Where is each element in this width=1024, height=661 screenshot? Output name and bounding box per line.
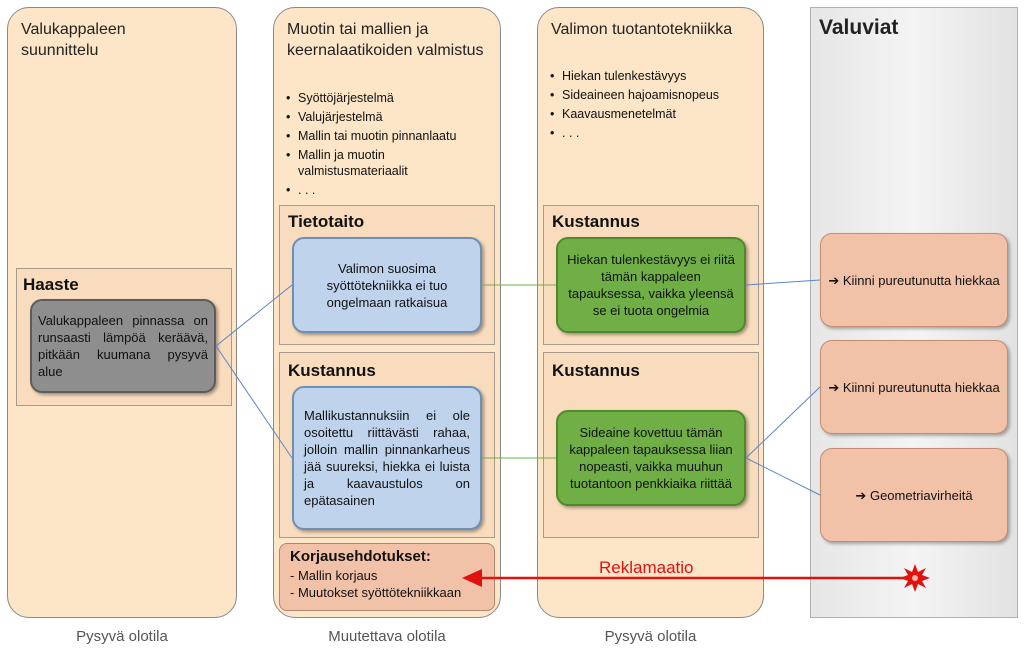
column-pattern-bullets: Syöttöjärjestelmä Valujärjestelmä Mallin… — [286, 90, 496, 201]
footer-foundry: Pysyvä olotila — [604, 628, 697, 645]
challenge-title: Haaste — [23, 275, 79, 294]
bullet-item: . . . — [550, 125, 760, 141]
footer-pattern: Muutettava olotila — [328, 628, 446, 645]
sand-cost-box: Hiekan tulenkestävyys ei riitä tämän kap… — [556, 237, 746, 333]
challenge-box: Valukappaleen pinnassa on runsaasti lämp… — [30, 299, 216, 393]
correction-item: - Muutokset syöttötekniikkaan — [290, 585, 462, 600]
defect-box-geometry: ➔ Geometriavirheitä — [820, 448, 1008, 542]
defect-label: Kiinni pureutunutta hiekkaa — [842, 379, 1000, 395]
arrow-right-icon: ➔ — [828, 272, 840, 288]
binder-cost-title: Kustannus — [552, 361, 640, 380]
defect-box-sand-1: ➔ Kiinni pureutunutta hiekkaa — [820, 233, 1008, 327]
bullet-item: Mallin tai muotin pinnanlaatu — [286, 128, 496, 144]
defect-label: Kiinni pureutunutta hiekkaa — [842, 272, 1000, 288]
column-design-title: Valukappaleen suunnittelu — [21, 21, 126, 59]
arrow-right-icon: ➔ — [855, 487, 867, 503]
binder-cost-box: Sideaine kovettuu tämän kappaleen tapauk… — [556, 410, 746, 506]
bullet-item: Sideaineen hajoamisnopeus — [550, 87, 760, 103]
bullet-item: Syöttöjärjestelmä — [286, 90, 496, 106]
footer-design: Pysyvä olotila — [76, 628, 168, 645]
corrections-box: Korjausehdotukset: - Mallin korjaus - Mu… — [279, 543, 495, 611]
knowhow-title: Tietotaito — [288, 212, 365, 231]
pattern-cost-title: Kustannus — [288, 361, 376, 380]
corrections-title: Korjausehdotukset: — [290, 548, 431, 565]
column-pattern-title: Muotin tai mallien ja keernalaatikoiden … — [287, 21, 484, 59]
sand-cost-title: Kustannus — [552, 212, 640, 231]
column-defects-title: Valuviat — [819, 16, 899, 39]
reclamation-label: Reklamaatio — [599, 558, 694, 577]
correction-item: - Mallin korjaus — [290, 568, 378, 583]
arrow-right-icon: ➔ — [828, 379, 840, 395]
column-foundry-title: Valimon tuotantotekniikka — [551, 21, 733, 38]
pattern-cost-box: Mallikustannuksiin ei ole osoitettu riit… — [292, 386, 482, 530]
bullet-item: Hiekan tulenkestävyys — [550, 68, 760, 84]
bullet-item: Mallin ja muotin valmistusmateriaalit — [286, 147, 496, 179]
defect-box-sand-2: ➔ Kiinni pureutunutta hiekkaa — [820, 340, 1008, 434]
defect-label: Geometriavirheitä — [869, 487, 973, 503]
bullet-item: Valujärjestelmä — [286, 109, 496, 125]
bullet-item: Kaavausmenetelmät — [550, 106, 760, 122]
bullet-item: . . . — [286, 182, 496, 198]
knowhow-box: Valimon suosima syöttötekniikka ei tuo o… — [292, 237, 482, 333]
column-foundry-bullets: Hiekan tulenkestävyys Sideaineen hajoami… — [550, 68, 760, 144]
